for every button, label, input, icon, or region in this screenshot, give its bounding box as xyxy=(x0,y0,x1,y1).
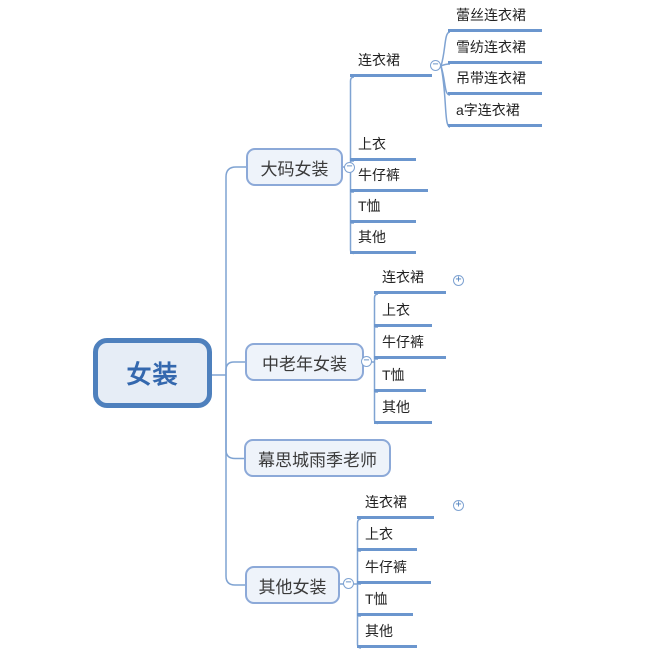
expand-icon[interactable]: + xyxy=(453,275,464,286)
leaf-label: a字连衣裙 xyxy=(456,102,520,118)
leaf-node-tshirt[interactable]: T恤 xyxy=(357,591,413,616)
leaf-node-tshirt[interactable]: T恤 xyxy=(374,367,426,392)
leaf-label: 连衣裙 xyxy=(358,52,400,68)
leaf-label: T恤 xyxy=(365,591,388,607)
leaf-node-dress[interactable]: 连衣裙 xyxy=(357,494,434,519)
leaf-node-dress[interactable]: 连衣裙 xyxy=(350,52,432,77)
leaf-node-dress[interactable]: 连衣裙 xyxy=(374,269,446,294)
leaf-node-jeans[interactable]: 牛仔裤 xyxy=(357,559,431,584)
leaf-node-top[interactable]: 上衣 xyxy=(374,302,432,327)
branch-node-middle-aged[interactable]: 中老年女装 xyxy=(245,343,364,381)
leaf-node-other[interactable]: 其他 xyxy=(350,229,416,254)
leaf-node-chiffon-dress[interactable]: 雪纺连衣裙 xyxy=(448,39,542,64)
collapse-icon[interactable]: − xyxy=(361,356,372,367)
collapse-icon[interactable]: − xyxy=(344,162,355,173)
leaf-label: 连衣裙 xyxy=(382,269,424,285)
leaf-label: 上衣 xyxy=(365,526,393,542)
branch-node-other-women[interactable]: 其他女装 xyxy=(245,566,340,604)
root-node-label: 女装 xyxy=(126,361,179,389)
leaf-node-jeans[interactable]: 牛仔裤 xyxy=(374,334,446,359)
leaf-node-other[interactable]: 其他 xyxy=(374,399,432,424)
leaf-node-top[interactable]: 上衣 xyxy=(350,136,416,161)
expand-icon[interactable]: + xyxy=(453,500,464,511)
leaf-label: 牛仔裤 xyxy=(382,334,424,350)
leaf-label: 牛仔裤 xyxy=(358,167,400,183)
root-node-women-clothing[interactable]: 女装 xyxy=(93,338,212,408)
leaf-label: T恤 xyxy=(382,367,405,383)
branch-node-plus-size[interactable]: 大码女装 xyxy=(246,148,343,186)
leaf-node-lace-dress[interactable]: 蕾丝连衣裙 xyxy=(448,7,542,32)
collapse-icon[interactable]: − xyxy=(343,578,354,589)
collapse-icon[interactable]: − xyxy=(430,60,441,71)
leaf-label: 其他 xyxy=(365,623,393,639)
branch-node-musicheng-teacher[interactable]: 幕思城雨季老师 xyxy=(244,439,391,477)
leaf-label: 其他 xyxy=(382,399,410,415)
branch-node-label: 其他女装 xyxy=(258,577,327,597)
leaf-label: 雪纺连衣裙 xyxy=(456,39,526,55)
branch-node-label: 大码女装 xyxy=(260,159,329,179)
branch-node-label: 中老年女装 xyxy=(262,354,347,374)
leaf-node-strap-dress[interactable]: 吊带连衣裙 xyxy=(448,70,542,95)
branch-node-label: 幕思城雨季老师 xyxy=(258,450,377,470)
leaf-label: 连衣裙 xyxy=(365,494,407,510)
leaf-node-jeans[interactable]: 牛仔裤 xyxy=(350,167,428,192)
leaf-label: 蕾丝连衣裙 xyxy=(456,7,526,23)
leaf-node-tshirt[interactable]: T恤 xyxy=(350,198,416,223)
leaf-label: T恤 xyxy=(358,198,381,214)
leaf-node-top[interactable]: 上衣 xyxy=(357,526,417,551)
leaf-label: 其他 xyxy=(358,229,386,245)
leaf-node-other[interactable]: 其他 xyxy=(357,623,417,648)
leaf-node-aline-dress[interactable]: a字连衣裙 xyxy=(448,102,542,127)
leaf-label: 牛仔裤 xyxy=(365,559,407,575)
leaf-label: 上衣 xyxy=(382,302,410,318)
leaf-label: 上衣 xyxy=(358,136,386,152)
leaf-label: 吊带连衣裙 xyxy=(456,70,526,86)
